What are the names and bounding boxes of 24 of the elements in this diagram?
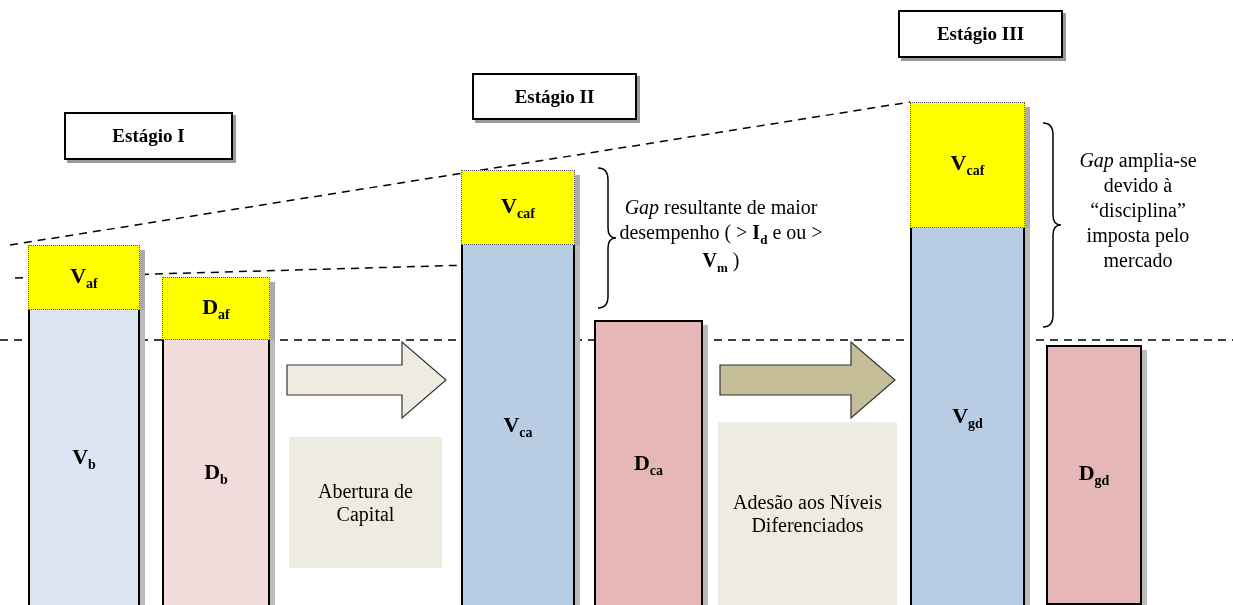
node-label: Estágio I xyxy=(112,125,185,147)
stage-box xyxy=(898,10,1063,58)
stage-box xyxy=(64,112,233,160)
note-box xyxy=(718,422,897,605)
block-arrow xyxy=(286,340,447,420)
node-label: D$_{af}$ xyxy=(202,293,230,324)
node-label: V$_{af}$ xyxy=(70,262,98,293)
node-label: V$_{ca}$ xyxy=(503,411,533,442)
node-label: Adesão aos Níveis Diferenciados xyxy=(732,490,883,537)
block-arrow xyxy=(719,340,896,420)
node-label: Estágio III xyxy=(936,23,1025,45)
node-label: Estágio II xyxy=(514,85,595,108)
node-label: Abertura de Capital xyxy=(317,479,414,526)
node-label: V$_{caf}$ xyxy=(501,192,535,223)
node-label: V$_{b}$ xyxy=(72,444,96,474)
node-label: D$_{b}$ xyxy=(204,459,228,489)
node-label: D$_{gd}$ xyxy=(1078,460,1110,490)
gap-annotation: Gap resultante de maior desempenho ( > I$_{d}$ e ou > V$_{m}$ ) xyxy=(618,195,824,277)
note-box xyxy=(289,437,442,568)
node-label: D$_{ca}$ xyxy=(633,450,664,480)
node-label: V$_{gd}$ xyxy=(952,403,983,433)
gap-annotation: Gap amplia-se devido à “disciplina” imposta pelo mercado xyxy=(1078,148,1198,273)
node-label: V$_{caf}$ xyxy=(950,150,985,180)
stage-box xyxy=(472,73,637,120)
